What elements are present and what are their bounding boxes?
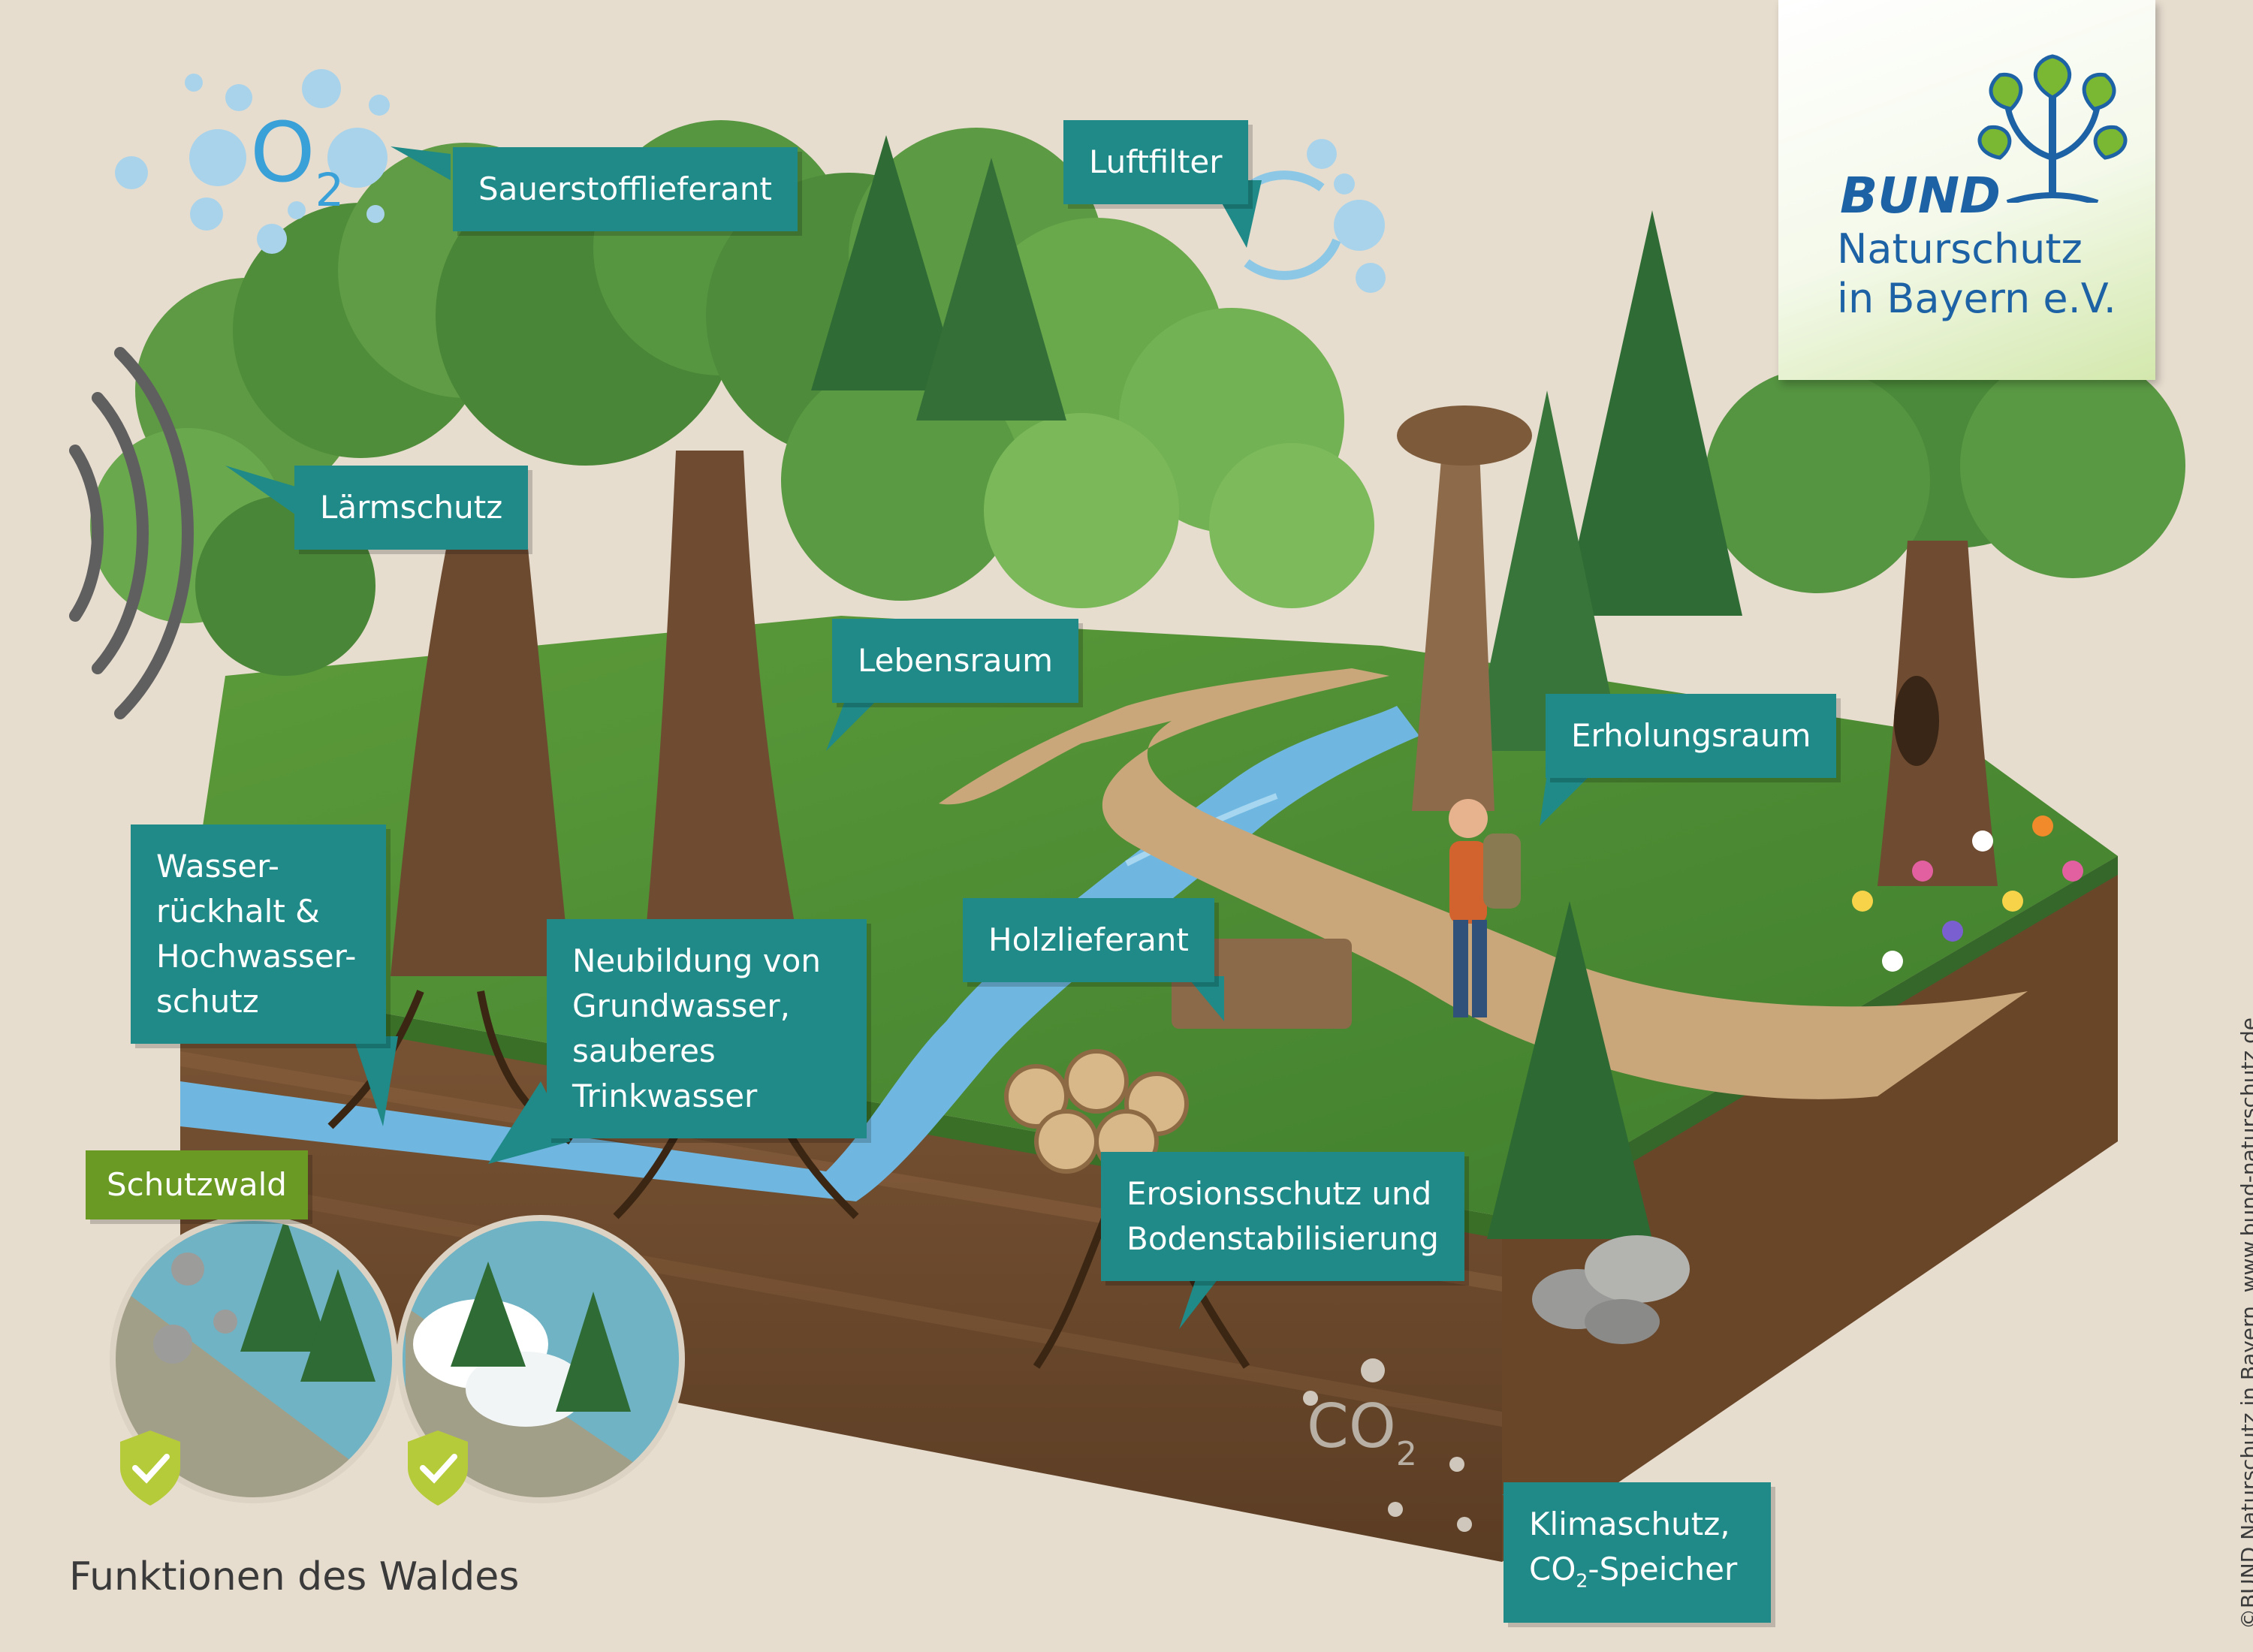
callout-luftfilter: Luftfilter	[1063, 120, 1248, 204]
co2-formula: CO2	[1307, 1391, 1417, 1474]
copyright-note: ©BUND Naturschutz in Bayern, www.bund-na…	[2236, 1017, 2253, 1629]
callout-klimaschutz: Klimaschutz, CO2-Speicher	[1504, 1482, 1771, 1623]
co2-bubbles	[1303, 1358, 1472, 1532]
hiker	[1449, 799, 1521, 1017]
logo-line1: Naturschutz	[1837, 225, 2083, 273]
log-pile	[1004, 939, 1352, 1174]
schutzwald-avalanche-circle	[400, 1218, 682, 1500]
callout-sauerstofflieferant: Sauerstofflieferant	[453, 147, 798, 231]
logo-line2: in Bayern e.V.	[1837, 275, 2116, 322]
check-shield-icon	[120, 1430, 180, 1506]
callout-schutzwald: Schutzwald	[86, 1150, 308, 1219]
callout-holzlieferant: Holzlieferant	[963, 898, 1214, 982]
logo-plant-icon	[1977, 54, 2128, 203]
oxygen-formula: O2	[250, 104, 345, 218]
bund-logo: BUND Naturschutz in Bayern e.V.	[1778, 0, 2155, 380]
tree-trunks	[391, 405, 1998, 976]
page-title: Funktionen des Waldes	[69, 1554, 520, 1599]
logo-name: BUND	[1840, 167, 2001, 225]
callout-wasserrueckhalt: Wasser- rückhalt & Hochwasser- schutz	[131, 824, 386, 1044]
callout-erosionsschutz: Erosionsschutz und Bodenstabilisierung	[1101, 1152, 1464, 1281]
check-shield-icon	[408, 1430, 468, 1506]
rocks	[1532, 1235, 1690, 1344]
callout-lebensraum: Lebensraum	[832, 619, 1079, 703]
callout-laermschutz: Lärmschutz	[294, 466, 529, 550]
sound-waves	[69, 347, 194, 719]
air-cycle-arrows	[1227, 139, 1386, 293]
callout-grundwasser: Neubildung von Grundwasser, sauberes Tri…	[547, 919, 867, 1138]
klima-line2: CO2-Speicher	[1529, 1551, 1738, 1592]
oxygen-bubbles	[115, 69, 390, 254]
wildflower-meadow	[1852, 815, 2083, 972]
callout-erholungsraum: Erholungsraum	[1546, 694, 1837, 778]
